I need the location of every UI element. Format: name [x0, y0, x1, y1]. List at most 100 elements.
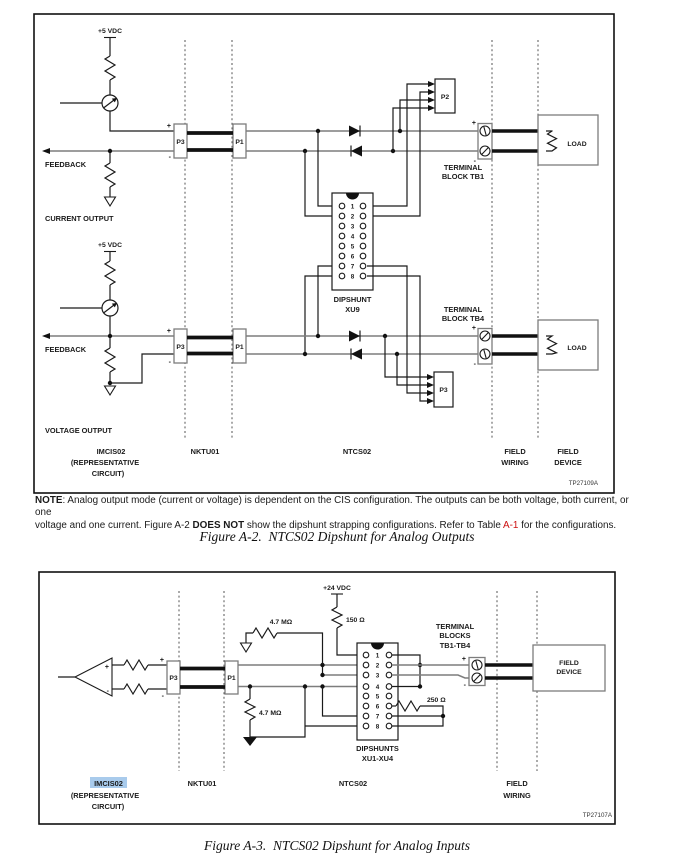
- input-resistor: [123, 658, 149, 672]
- signal-lines-lower: [246, 330, 480, 360]
- note-paragraph: NOTE: Analog output mode (current or vol…: [35, 495, 643, 532]
- svg-text:BLOCK TB4: BLOCK TB4: [442, 314, 485, 323]
- svg-text:P3: P3: [169, 675, 178, 682]
- minus-sign: -: [169, 154, 172, 161]
- diode: [351, 145, 362, 157]
- svg-text:3: 3: [376, 672, 380, 679]
- svg-text:P3: P3: [176, 344, 185, 351]
- svg-text:2: 2: [376, 662, 380, 669]
- svg-text:P1: P1: [227, 675, 236, 682]
- svg-text:-: -: [474, 158, 477, 165]
- terminal-blocks-tb1-tb4: TERMINAL BLOCKS TB1-TB4 + -: [436, 622, 534, 689]
- screw-terminal: [471, 672, 483, 684]
- table-a1-link[interactable]: A-1: [503, 519, 519, 531]
- p2-connector-group: P2: [367, 78, 456, 217]
- svg-text:DEVICE: DEVICE: [556, 669, 582, 676]
- supply-5vdc-label: +5 VDC: [98, 242, 122, 249]
- note-text: show the dipshunt strapping configuratio…: [244, 519, 504, 531]
- svg-text:+: +: [472, 120, 476, 127]
- svg-text:4: 4: [351, 233, 355, 240]
- svg-text:P3: P3: [176, 139, 185, 146]
- pullup-resistor: [103, 55, 117, 81]
- resistor-value: 150 Ω: [346, 617, 365, 624]
- svg-text:P2: P2: [441, 94, 450, 101]
- feedback-label: FEEDBACK: [45, 160, 87, 169]
- svg-text:8: 8: [351, 273, 355, 280]
- svg-text:6: 6: [351, 253, 355, 260]
- svg-text:3: 3: [351, 223, 355, 230]
- svg-text:WIRING: WIRING: [501, 458, 529, 467]
- supply-24vdc-label: +24 VDC: [323, 585, 351, 592]
- svg-text:BLOCK TB1: BLOCK TB1: [442, 172, 484, 181]
- figure-a2-frame: [33, 13, 615, 494]
- svg-text:(REPRESENTATIVE: (REPRESENTATIVE: [71, 458, 139, 467]
- ground-symbol: [103, 196, 117, 208]
- minus-return: [110, 353, 174, 384]
- zone-imcis02: IMCIS02: [97, 447, 126, 456]
- load-resistor: [546, 130, 558, 152]
- input-resistor: [123, 682, 149, 696]
- feedback-label: FEEDBACK: [45, 345, 87, 354]
- dipshunt-xu9: 1 2 3 4 5 6 7 8 DIPSHUNT XU9: [304, 131, 374, 354]
- zone-labels: IMCIS02 (REPRESENTATIVE CIRCUIT) NKTU01 …: [71, 777, 613, 819]
- svg-text:4: 4: [376, 684, 380, 691]
- screw-terminal: [479, 330, 491, 342]
- svg-text:P1: P1: [235, 139, 244, 146]
- p3-connector: [433, 371, 454, 408]
- svg-text:+: +: [472, 325, 476, 332]
- range-resistor: [395, 699, 421, 713]
- svg-text:1: 1: [376, 652, 380, 659]
- svg-text:LOAD: LOAD: [567, 345, 586, 352]
- svg-text:6: 6: [376, 703, 380, 710]
- zone-ntcs02: NTCS02: [339, 779, 367, 788]
- svg-text:TERMINAL: TERMINAL: [444, 305, 483, 314]
- feedback-arrow: [42, 333, 50, 339]
- note-emphasis: DOES NOT: [192, 519, 245, 531]
- nktu-cable-lower: P3 P1: [173, 328, 247, 364]
- diode: [351, 348, 362, 360]
- resistor-value: 4.7 MΩ: [259, 710, 282, 717]
- diode: [349, 330, 360, 342]
- input-signal-network: 4.7 MΩ +24 VDC 150 Ω 4.7 MΩ: [238, 585, 365, 746]
- svg-text:P3: P3: [439, 387, 448, 394]
- svg-text:-: -: [107, 688, 110, 695]
- note-text-line1: : Analog output mode (current or voltage…: [35, 495, 629, 519]
- screw-terminal: [479, 145, 491, 157]
- dipshunt-notch: [346, 193, 359, 200]
- note-text-line2: voltage and one current. Figure A-2: [35, 519, 193, 531]
- svg-text:8: 8: [376, 723, 380, 730]
- note-text-end: for the configurations.: [518, 519, 617, 531]
- load-lower: LOAD: [492, 319, 599, 371]
- signal-lines-upper: [246, 125, 480, 157]
- field-device-box: [532, 644, 606, 692]
- svg-text:+: +: [462, 656, 466, 663]
- voltage-output-circuit: +5 VDC FEEDBACK VOLTAGE OUTPUT + -: [42, 242, 174, 435]
- feedback-resistor: [103, 162, 117, 188]
- svg-text:FIELD: FIELD: [557, 447, 579, 456]
- svg-text:WIRING: WIRING: [503, 791, 531, 800]
- loop-resistor: [330, 606, 344, 629]
- terminal-block-tb1: TERMINAL BLOCK TB1 + -: [442, 120, 493, 181]
- svg-text:TERMINAL: TERMINAL: [444, 163, 483, 172]
- voltage-output-label: VOLTAGE OUTPUT: [45, 426, 113, 435]
- drawing-number: TP27109A: [569, 480, 599, 487]
- svg-text:-: -: [169, 359, 172, 366]
- search-highlight: [90, 777, 127, 788]
- bias-resistor: [243, 698, 257, 721]
- dipshunt-pins: 1 2 3 4 5 6 7 8: [338, 202, 367, 280]
- feedback-arrow: [42, 148, 50, 154]
- zone-imcis02: IMCIS02: [94, 779, 123, 788]
- svg-text:+: +: [105, 664, 109, 671]
- svg-text:CIRCUIT): CIRCUIT): [92, 469, 125, 478]
- drawing-number: TP27107A: [583, 812, 613, 819]
- svg-text:DEVICE: DEVICE: [554, 458, 582, 467]
- svg-text:2: 2: [351, 213, 355, 220]
- opamp-circuit: + - + -: [58, 657, 167, 700]
- svg-text:BLOCKS: BLOCKS: [439, 631, 470, 640]
- figure-a3-caption: Figure A-3. NTCS02 Dipshunt for Analog I…: [203, 838, 471, 853]
- svg-text:FIELD: FIELD: [559, 660, 579, 667]
- dipshunt-ref: XU1-XU4: [362, 754, 394, 763]
- transistor-symbol: [60, 299, 119, 317]
- resistor-value: 4.7 MΩ: [270, 619, 293, 626]
- bias-resistor: [252, 626, 278, 640]
